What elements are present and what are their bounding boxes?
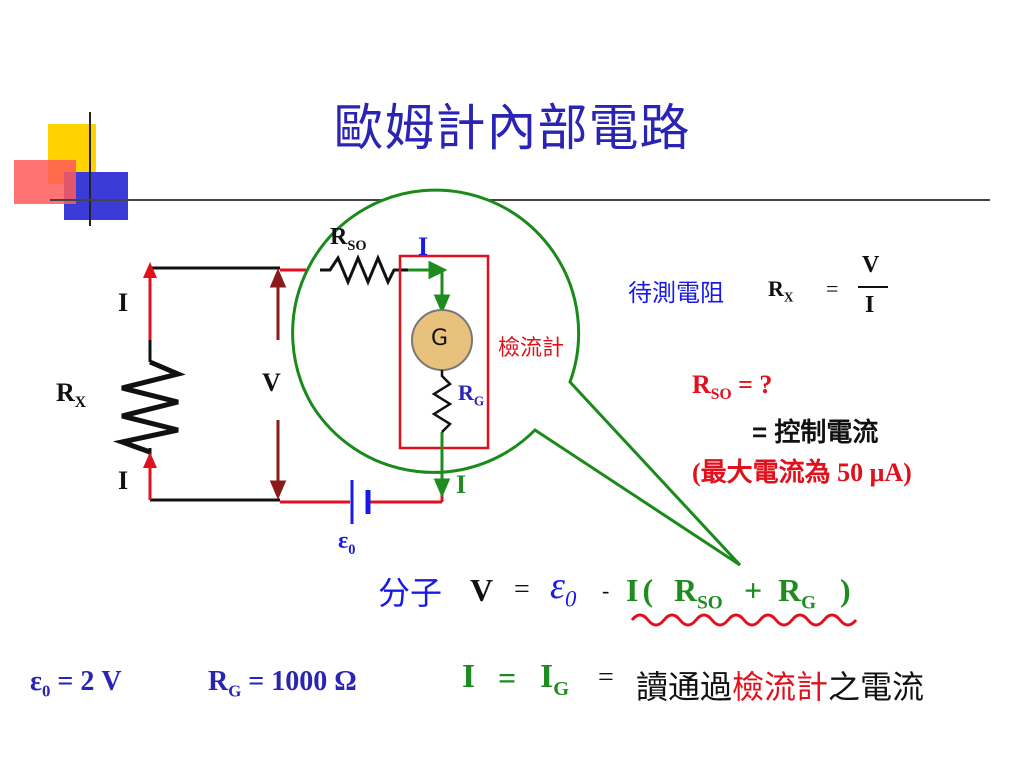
rso-note-line2: = 控制電流: [752, 417, 879, 447]
rx-label: RX: [56, 378, 87, 412]
rso-label: RSO: [330, 224, 367, 254]
battery-symbol: [350, 480, 371, 524]
current-arrow-top: [143, 262, 157, 278]
bottom-i: I: [462, 658, 476, 695]
rx-formula-denominator: I: [865, 292, 875, 318]
rg-label: RG: [458, 380, 485, 409]
green-current-path: [408, 260, 451, 498]
current-label-i-top: I: [418, 232, 429, 261]
bottom-ig: IG: [540, 658, 570, 700]
numerator-prefix: 分子: [378, 574, 443, 612]
voltage-label: V: [262, 368, 281, 397]
rx-formula-equals: =: [826, 276, 839, 301]
rx-formula-prefix: 待測電阻: [628, 279, 724, 307]
numerator-equals: =: [514, 574, 530, 605]
voltage-arrow: [269, 268, 287, 500]
numerator-minus: -: [602, 578, 610, 603]
numerator-close: ): [840, 572, 851, 608]
emf-label: ε0: [338, 528, 356, 558]
rg-resistor-symbol: [431, 370, 453, 433]
rx-resistor-symbol: [112, 359, 186, 455]
numerator-rg: RG: [778, 572, 817, 614]
current-label-i-right: I: [456, 470, 467, 499]
galvanometer-box: [398, 254, 490, 450]
rso-note-line3: (最大電流為 50 μA): [692, 458, 912, 487]
wavy-underline: [630, 613, 858, 627]
numerator-i: I(: [626, 572, 654, 608]
bottom-description: 讀通過檢流計之電流: [636, 668, 925, 706]
bottom-eq2: =: [598, 662, 614, 693]
numerator-emf: ε0: [550, 565, 577, 612]
zoom-bubble: [291, 188, 742, 567]
galvanometer-letter: G: [431, 326, 449, 351]
corner-decoration: [14, 112, 990, 226]
galvanometer-name: 檢流計: [498, 336, 565, 361]
rx-formula-lhs: RX: [768, 276, 794, 305]
current-arrow-bottom: [143, 452, 157, 468]
rso-resistor-symbol: [320, 254, 440, 286]
page-title: 歐姆計內部電路: [333, 99, 691, 157]
numerator-rso: RSO: [674, 572, 723, 614]
bottom-eq1: =: [498, 660, 517, 696]
current-label-bottom: I: [118, 466, 129, 495]
bottom-emf: ε0 = 2 V: [30, 666, 122, 701]
rso-note-line1: RSO = ?: [692, 370, 773, 404]
numerator-v: V: [470, 572, 494, 608]
rx-formula-numerator: V: [862, 252, 880, 278]
bottom-rg: RG = 1000 Ω: [208, 666, 357, 701]
current-label-top: I: [118, 288, 129, 317]
numerator-plus: +: [744, 572, 763, 608]
